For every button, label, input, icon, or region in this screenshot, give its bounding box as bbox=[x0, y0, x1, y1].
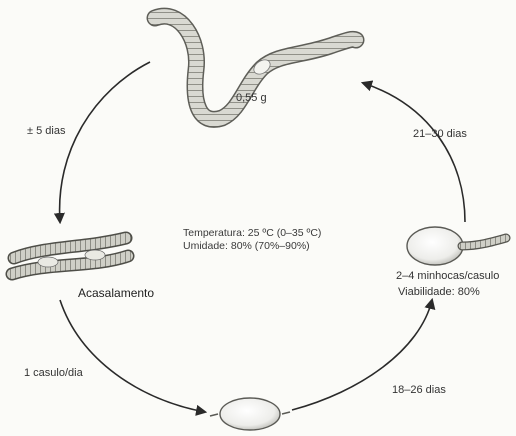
arrow-adult-to-mating bbox=[60, 62, 150, 222]
cocoon-icon bbox=[210, 398, 290, 430]
temperature-label: Temperatura: 25 ºC (0–35 ºC) bbox=[183, 227, 321, 240]
cocoon-output-label: 2–4 minhocas/casulo bbox=[396, 270, 499, 283]
conditions-block: Temperatura: 25 ºC (0–35 ºC) Umidade: 80… bbox=[183, 227, 321, 253]
arrow-hatching-to-adult bbox=[363, 83, 465, 222]
mating-label: Acasalamento bbox=[78, 287, 154, 300]
humidity-label: Umidade: 80% (70%–90%) bbox=[183, 240, 321, 253]
laying-rate-label: 1 casulo/dia bbox=[24, 367, 83, 380]
incubation-duration-label: 18–26 dias bbox=[392, 384, 446, 397]
viability-label: Viabilidade: 80% bbox=[398, 286, 480, 299]
growth-duration-label: 21–30 dias bbox=[413, 128, 467, 141]
adult-mass-label: 0,55 g bbox=[236, 92, 267, 105]
mating-worms-icon bbox=[12, 238, 128, 274]
to-mating-duration-label: ± 5 dias bbox=[27, 125, 65, 138]
arrow-mating-to-cocoon bbox=[60, 300, 205, 412]
hatching-cocoon-icon bbox=[407, 227, 506, 265]
